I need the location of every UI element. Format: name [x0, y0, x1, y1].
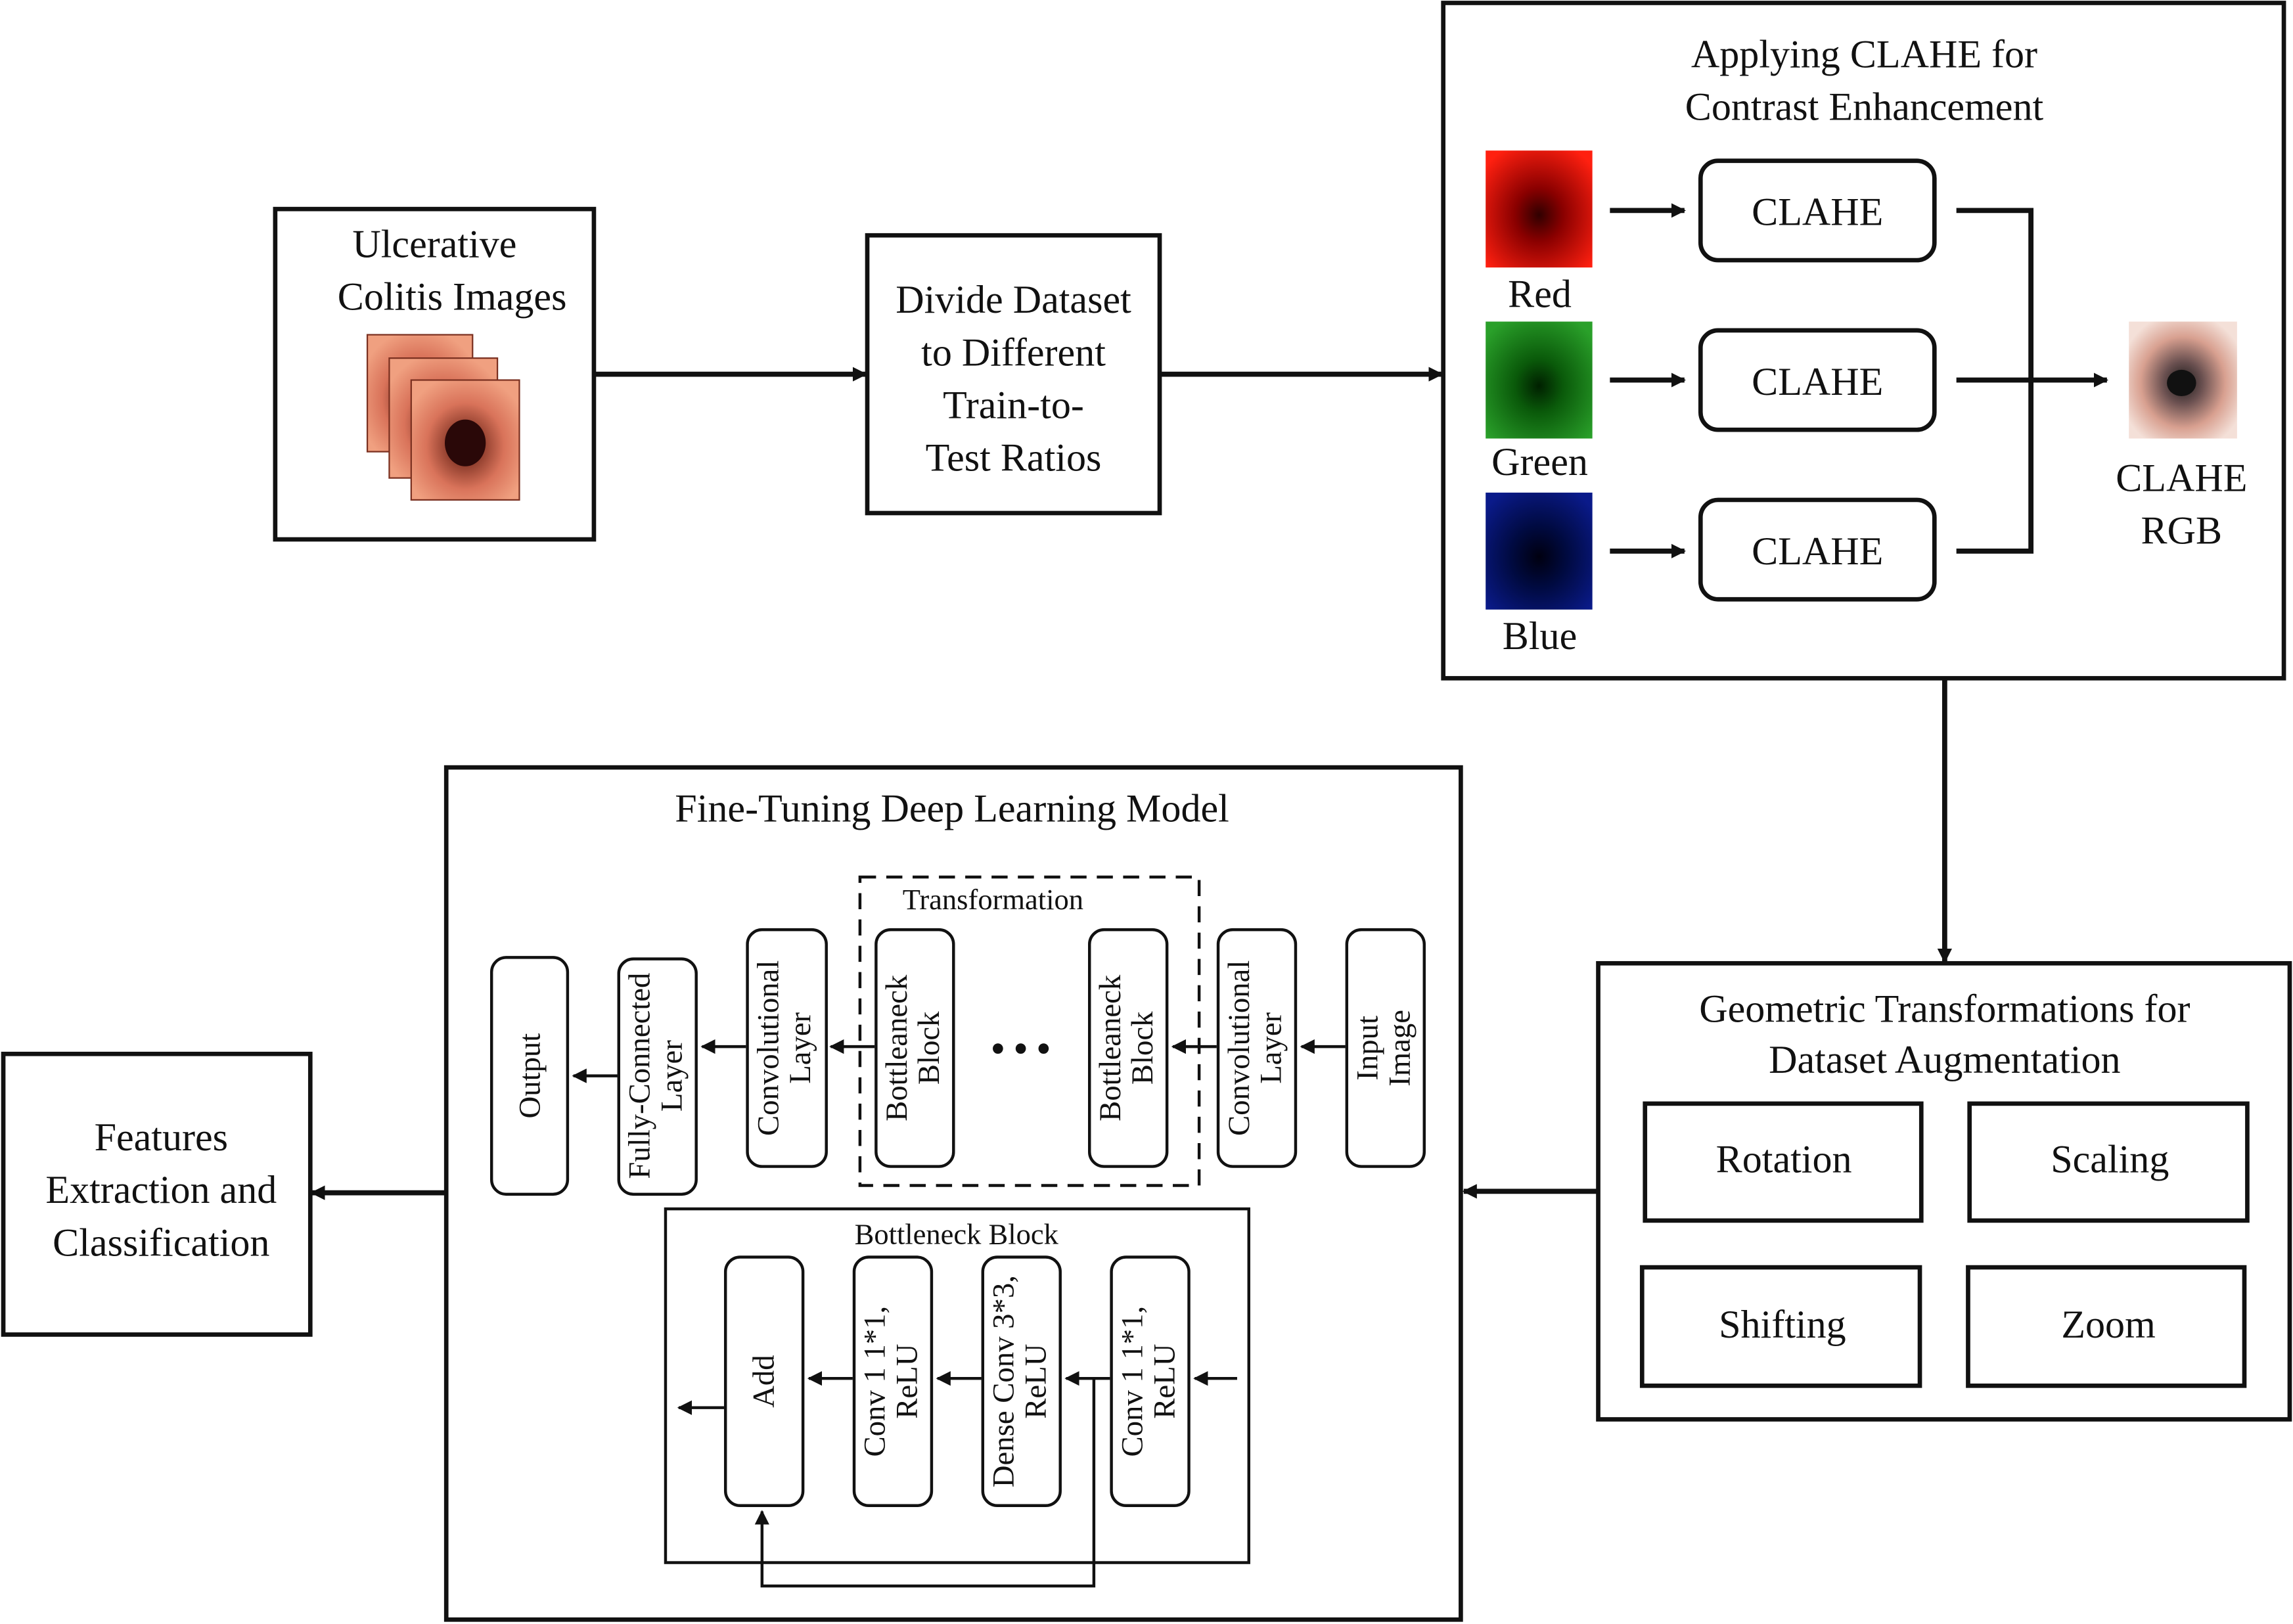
conv-layer-right-block [1216, 928, 1298, 1168]
bottleneck-left-block [874, 928, 955, 1168]
clahe-rgb-label-line2: RGB [2141, 508, 2222, 553]
rotation-box [1643, 1101, 1924, 1223]
blue-channel-label: Blue [1503, 614, 1577, 658]
clahe-rgb-lumen [2167, 369, 2196, 396]
bottleneck-detail-title: Bottleneck Block [855, 1217, 1059, 1250]
green-channel-label: Green [1491, 440, 1588, 484]
rotation-label: Rotation [1716, 1137, 1852, 1181]
bn-right-label-line1: Bottleaneck [1093, 974, 1127, 1121]
model-panel: Fine-Tuning Deep Learning Model Transfor… [443, 765, 1463, 1622]
conv1x1-left-line2: ReLU [890, 1344, 924, 1419]
output-label: Output [513, 1033, 547, 1119]
add-block [723, 1255, 805, 1507]
ellipsis-dots: • • • [991, 1027, 1051, 1070]
conv1x1-left-line1: Conv 1 1*1, [858, 1306, 892, 1457]
clahe-title-line2: Contrast Enhancement [1685, 84, 2044, 128]
input-images-box: Ulcerative Colitis Images [273, 206, 597, 542]
fc-label-line2: Layer [654, 1040, 689, 1112]
conv1x1-right-line2: ReLU [1147, 1344, 1181, 1419]
geometric-title-line2: Dataset Augmentation [1769, 1037, 2120, 1081]
clahe-box-blue-label: CLAHE [1752, 529, 1883, 573]
skip-connection [754, 1378, 1096, 1588]
transformation-label: Transformation [903, 883, 1083, 916]
divide-dataset-box: Divide Dataset to Different Train-to- Te… [865, 233, 1162, 516]
geometric-title-line1: Geometric Transformations for [1699, 986, 2190, 1030]
fc-label-line1: Fully-Connected [622, 973, 656, 1179]
scaling-label: Scaling [2051, 1137, 2169, 1181]
divide-line1: Divide Dataset [896, 277, 1131, 321]
conv-left-label-line1: Convolutional [751, 960, 785, 1136]
features-line3: Classification [53, 1220, 269, 1264]
geometric-panel: Geometric Transformations for Dataset Au… [1596, 960, 2292, 1422]
bn-left-label-line2: Block [912, 1011, 946, 1085]
clahe-box-red [1698, 158, 1937, 263]
conv-layer-left-block [746, 928, 828, 1168]
dense-conv-block [981, 1255, 1062, 1507]
model-title: Fine-Tuning Deep Learning Model [675, 786, 1229, 830]
features-box: Features Extraction and Classification [1, 1051, 313, 1337]
input-image-block [1345, 928, 1426, 1168]
output-block [489, 956, 570, 1196]
clahe-title-line1: Applying CLAHE for [1691, 32, 2037, 76]
input-image-label-line2: Image [1383, 1010, 1417, 1087]
divide-line3: Train-to- [943, 382, 1084, 426]
features-line1: Features [95, 1115, 228, 1159]
transformation-dashed-region [858, 875, 1201, 1187]
fully-connected-block [617, 957, 698, 1196]
input-image-label-line1: Input [1351, 1016, 1385, 1081]
clahe-box-green-label: CLAHE [1752, 359, 1883, 403]
conv1x1-right-line1: Conv 1 1*1, [1115, 1306, 1149, 1457]
clahe-box-green [1698, 328, 1937, 432]
divide-line2: to Different [921, 330, 1106, 374]
conv-left-label-line2: Layer [783, 1012, 817, 1083]
input-title-line2: Colitis Images [338, 275, 567, 319]
clahe-box-red-label: CLAHE [1752, 190, 1883, 234]
conv-right-label-line1: Convolutional [1222, 960, 1256, 1136]
conv-right-label-line2: Layer [1254, 1012, 1288, 1083]
bn-right-label-line2: Block [1125, 1011, 1160, 1085]
zoom-box [1966, 1265, 2247, 1388]
dense-conv-line1: Dense Conv 3*3, [987, 1275, 1021, 1487]
scaling-box [1967, 1101, 2250, 1223]
red-channel-image [1486, 150, 1593, 268]
conv1x1-right-block [1110, 1255, 1191, 1507]
features-line2: Extraction and [45, 1167, 277, 1211]
red-channel-label: Red [1508, 271, 1572, 315]
add-label: Add [747, 1355, 781, 1407]
clahe-rgb-label-line1: CLAHE [2116, 456, 2247, 500]
green-channel-image [1486, 321, 1593, 439]
dense-conv-line2: ReLU [1018, 1344, 1053, 1419]
bn-left-label-line1: Bottleaneck [880, 974, 914, 1121]
shifting-box [1639, 1265, 1922, 1388]
clahe-box-blue [1698, 497, 1937, 602]
divide-line4: Test Ratios [926, 435, 1102, 479]
bottleneck-detail: Bottleneck Block Add Conv 1 1*1, ReLU De… [664, 1207, 1250, 1588]
bottleneck-right-block [1087, 928, 1169, 1168]
input-title-line1: Ulcerative [352, 222, 516, 266]
colitis-image-stack [366, 334, 520, 501]
shifting-label: Shifting [1719, 1302, 1846, 1346]
zoom-label: Zoom [2061, 1302, 2155, 1346]
blue-channel-image [1486, 492, 1593, 610]
clahe-panel: Applying CLAHE for Contrast Enhancement … [1441, 1, 2286, 681]
conv1x1-left-block [852, 1255, 934, 1507]
